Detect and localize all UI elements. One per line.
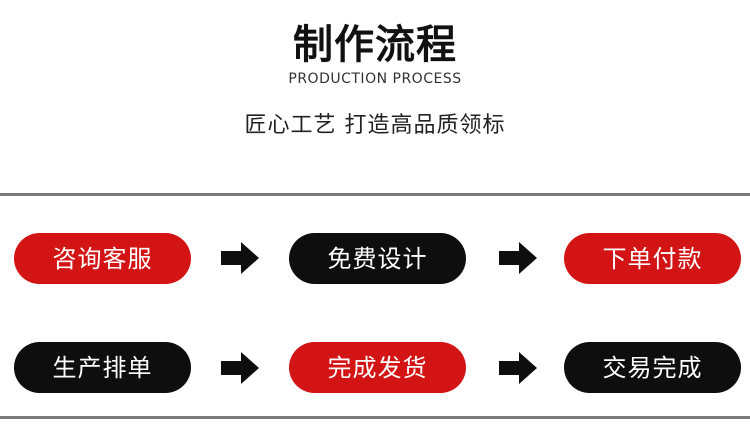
page-title: 制作流程 xyxy=(293,22,457,68)
step-complete: 交易完成 xyxy=(564,342,741,393)
arrow-right-icon xyxy=(221,242,259,274)
step-label: 免费设计 xyxy=(327,244,428,273)
arrow-right-icon xyxy=(499,352,537,384)
step-free-design: 免费设计 xyxy=(289,233,466,284)
step-label: 交易完成 xyxy=(602,353,703,382)
step-label: 咨询客服 xyxy=(52,244,153,273)
divider-top xyxy=(0,193,750,196)
step-label: 完成发货 xyxy=(327,353,428,382)
step-consult: 咨询客服 xyxy=(14,233,191,284)
step-shipping: 完成发货 xyxy=(289,342,466,393)
step-label: 下单付款 xyxy=(602,244,703,273)
page-subtitle: PRODUCTION PROCESS xyxy=(288,71,462,87)
step-label: 生产排单 xyxy=(52,353,153,382)
divider-bottom xyxy=(0,416,750,419)
step-pay: 下单付款 xyxy=(564,233,741,284)
arrow-right-icon xyxy=(499,242,537,274)
step-production: 生产排单 xyxy=(14,342,191,393)
slogan: 匠心工艺 打造高品质领标 xyxy=(244,113,506,138)
arrow-right-icon xyxy=(221,352,259,384)
